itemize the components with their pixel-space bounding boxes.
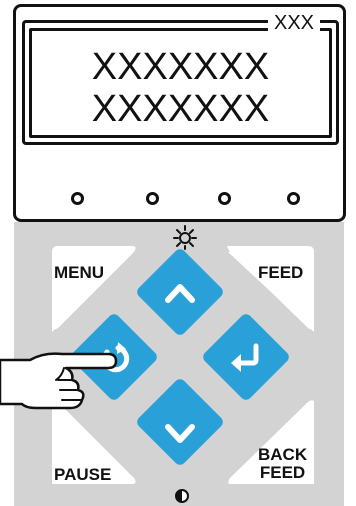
chevron-down-icon [165,424,195,443]
indicator-led-2 [146,192,159,205]
indicator-led-3 [218,192,231,205]
pointing-hand-icon [0,352,118,410]
chevron-up-icon [165,284,195,303]
indicator-led-4 [287,192,300,205]
contrast-icon [175,489,189,503]
feed-button[interactable]: FEED [258,263,304,282]
lcd-line-1: XXXXXXX [91,46,270,88]
lcd-tag: XXX [268,13,321,33]
pause-button[interactable]: PAUSE [54,465,112,484]
lcd-line-2: XXXXXXX [91,88,270,130]
back-feed-button[interactable]: BACK FEED [258,446,307,482]
indicator-led-1 [71,192,84,205]
back-feed-label-2: FEED [259,463,306,482]
soft-key-panels [52,246,314,484]
menu-button[interactable]: MENU [54,263,105,282]
lcd-screen [29,28,332,138]
back-feed-label-1: BACK [258,445,308,464]
sun-icon [173,225,197,250]
enter-icon [231,343,259,372]
